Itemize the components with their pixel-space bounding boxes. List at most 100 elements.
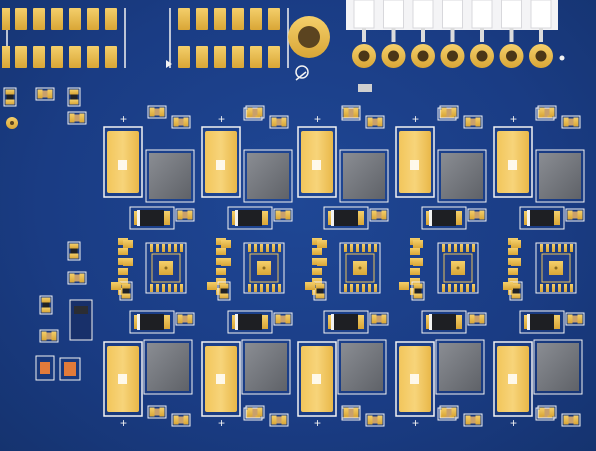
smd-pad <box>87 46 99 68</box>
power-channel: ++ <box>297 112 389 430</box>
schottky-diode <box>432 210 456 226</box>
power-channel: ++ <box>201 112 293 430</box>
ic-outline <box>535 242 577 294</box>
small-pad <box>305 282 315 290</box>
small-pad <box>413 258 423 266</box>
inductor-outline <box>241 339 291 395</box>
small-cap <box>269 413 289 427</box>
small-pad <box>123 240 133 248</box>
small-cap <box>565 312 585 326</box>
cap-outline <box>395 126 435 198</box>
smd-pad <box>33 8 45 30</box>
smd-pad <box>87 8 99 30</box>
small-cap <box>245 105 265 119</box>
ic-outline <box>145 242 187 294</box>
inductor-outline <box>145 149 195 203</box>
polarity-mark: + <box>314 112 321 126</box>
small-cap <box>175 208 195 222</box>
small-cap <box>561 413 581 427</box>
power-channel: ++ <box>493 112 585 430</box>
inductor <box>341 343 383 391</box>
header-drill <box>417 50 429 62</box>
inductor <box>247 153 289 199</box>
diode-outline <box>227 310 273 334</box>
diode-outline <box>519 310 565 334</box>
polarity-mark: + <box>218 112 225 126</box>
small-cap <box>3 87 17 107</box>
schottky-diode <box>432 314 456 330</box>
polarity-mark: + <box>218 416 225 430</box>
cap-outline <box>103 126 143 198</box>
resistor-pad <box>216 268 226 275</box>
inductor <box>343 153 385 199</box>
polarity-mark: + <box>412 112 419 126</box>
small-pad <box>123 258 133 266</box>
pin-header <box>346 0 558 68</box>
polarity-mark: + <box>314 416 321 430</box>
small-cap <box>365 115 385 129</box>
polarity-mark: + <box>120 416 127 430</box>
smd-pad <box>15 46 27 68</box>
small-pad <box>221 258 231 266</box>
power-ic <box>345 253 375 283</box>
header-drill <box>506 50 517 62</box>
inductor-outline <box>143 339 193 395</box>
small-cap <box>565 208 585 222</box>
small-cap <box>59 357 81 381</box>
polarity-mark: + <box>412 416 419 430</box>
inductor <box>149 153 191 199</box>
cap-outline <box>297 341 337 417</box>
schottky-diode <box>238 314 262 330</box>
small-cap <box>273 312 293 326</box>
smd-pad <box>69 46 81 68</box>
smd-pad <box>2 8 10 30</box>
small-pad <box>511 240 521 248</box>
small-cap <box>509 281 523 301</box>
small-cap <box>119 281 133 301</box>
smd-pad <box>15 8 27 30</box>
schottky-diode <box>530 210 554 226</box>
small-pad <box>413 240 423 248</box>
pad-array-left <box>3 8 126 68</box>
power-ic <box>541 253 571 283</box>
inductor-outline <box>337 339 387 395</box>
small-cap <box>67 271 87 285</box>
smd-pad <box>51 46 63 68</box>
cap-outline <box>395 341 435 417</box>
small-pad <box>221 240 231 248</box>
smd-pad <box>232 46 244 68</box>
small-cap <box>147 105 167 119</box>
small-cap <box>341 405 361 419</box>
resistor-pad <box>508 268 518 275</box>
inductor-outline <box>339 149 389 203</box>
ic-outline <box>339 242 381 294</box>
resistor-pad <box>508 248 518 255</box>
smd-pad <box>178 8 190 30</box>
resistor-pad <box>216 248 226 255</box>
cap-outline <box>493 341 533 417</box>
diode-outline <box>421 206 467 230</box>
schottky-diode <box>238 210 262 226</box>
ic-outline <box>243 242 285 294</box>
inductor <box>537 343 579 391</box>
inductor <box>245 343 287 391</box>
cap-outline <box>493 126 533 198</box>
smd-pad <box>232 8 244 30</box>
smd-pad <box>214 8 226 30</box>
ic-outline <box>437 242 479 294</box>
resistor-pad <box>312 268 322 275</box>
small-cap <box>411 281 425 301</box>
inductor-outline <box>535 149 585 203</box>
header-drill <box>476 50 488 62</box>
small-cap <box>67 241 81 261</box>
cap-outline <box>201 341 241 417</box>
small-cap <box>439 405 459 419</box>
small-cap <box>467 312 487 326</box>
schottky-diode <box>334 314 358 330</box>
cap-outline <box>103 341 143 417</box>
small-cap <box>561 115 581 129</box>
power-channel: ++ <box>103 112 195 430</box>
small-cap <box>269 115 289 129</box>
diode-outline <box>129 206 175 230</box>
